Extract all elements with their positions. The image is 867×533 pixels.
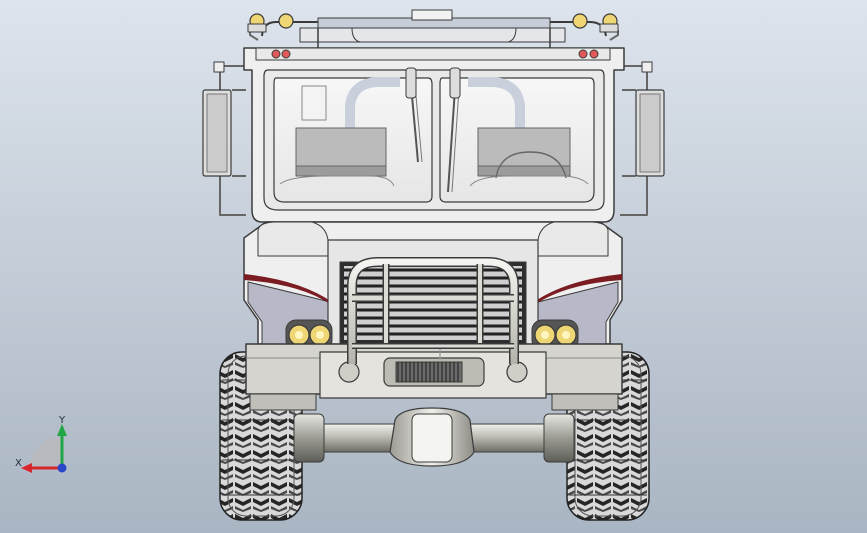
x-arrow-head [21, 463, 32, 473]
winch[interactable] [383, 344, 485, 387]
steering-wheel [495, 151, 567, 179]
roof-lamp-left-inner [278, 13, 294, 29]
roof-lamp-right-inner [572, 13, 588, 29]
cab[interactable] [243, 47, 625, 223]
truck-model[interactable] [202, 9, 665, 521]
left-mirror[interactable] [202, 61, 258, 216]
right-mirror[interactable] [612, 61, 665, 216]
y-arrow-head [57, 424, 67, 436]
front-bumper[interactable] [245, 343, 623, 411]
right-headlamps [531, 319, 579, 351]
marker-lamp [589, 49, 599, 59]
marker-lamp [578, 49, 588, 59]
y-axis-label: Y [59, 415, 66, 426]
marker-lamp [281, 49, 291, 59]
wipers [405, 67, 461, 193]
x-axis-label: X [15, 458, 22, 469]
left-headlamps [285, 319, 333, 351]
tow-hook-left [338, 361, 360, 383]
triad-plane [30, 436, 62, 468]
windshield-right [439, 77, 595, 203]
marker-lamp [271, 49, 281, 59]
bull-bar[interactable] [347, 257, 519, 364]
front-axle[interactable] [293, 407, 575, 467]
front-body[interactable] [243, 221, 623, 351]
windshield-left [273, 77, 433, 203]
z-axis-point [57, 463, 67, 473]
roof-rack[interactable] [247, 9, 619, 48]
tow-hook-right [506, 361, 528, 383]
coordinate-triad: X Y [10, 408, 80, 478]
front-grille [339, 261, 527, 345]
